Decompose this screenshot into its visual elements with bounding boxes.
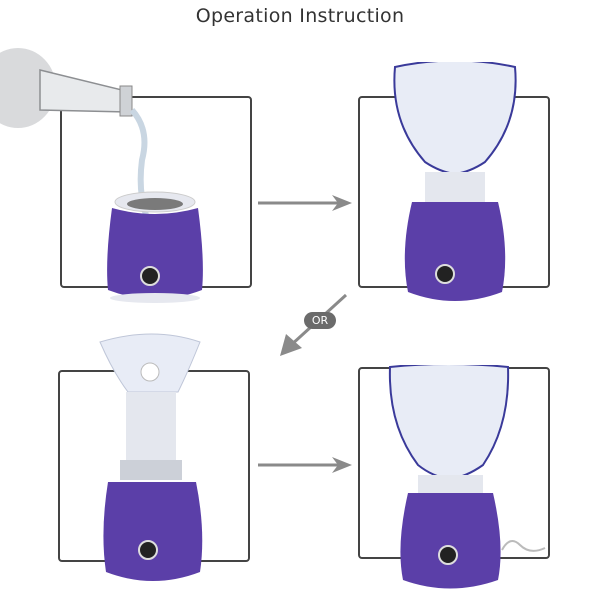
arrow-right-icon <box>258 457 352 473</box>
steamer-with-face-mask-icon <box>393 62 517 301</box>
water-bottle-icon <box>0 48 149 216</box>
page-title: Operation Instruction <box>195 5 405 27</box>
steamer-base-icon <box>107 191 203 303</box>
steamer-with-nose-mask-icon <box>99 333 203 581</box>
arrow-right-icon <box>258 195 352 211</box>
power-plug-icon <box>501 540 546 552</box>
or-badge: OR <box>304 312 336 329</box>
steamer-assembled-icon <box>388 365 510 589</box>
